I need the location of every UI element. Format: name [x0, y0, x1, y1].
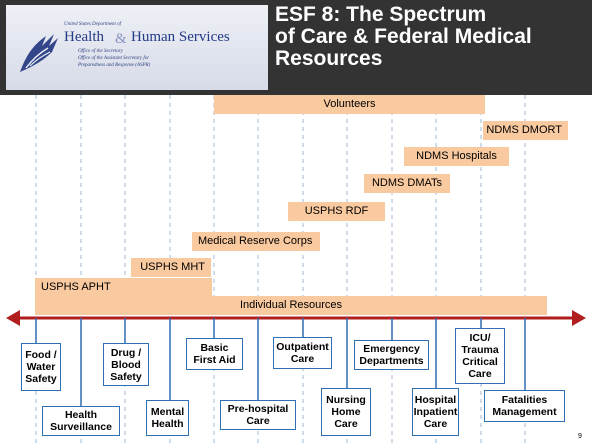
- resource-bar-individual-resources: Individual Resources: [35, 296, 547, 315]
- resource-bar-medical-reserve-corps: Medical Reserve Corps: [192, 232, 320, 251]
- logo-subline: Preparedness and Response (ASPR): [78, 63, 151, 68]
- spectrum-arrow-layer: [6, 310, 586, 406]
- slide-header: United States Department of Health & Hum…: [0, 0, 592, 95]
- slide-number: 9: [578, 433, 582, 440]
- category-icu-trauma-critical-care: ICU/ Trauma Critical Care: [455, 328, 505, 384]
- category-emergency-departments: Emergency Departments: [354, 340, 429, 370]
- resource-bar-ndms-dmats: NDMS DMATs: [364, 174, 450, 193]
- logo-ampersand: &: [115, 31, 127, 47]
- hhs-logo: United States Department of Health & Hum…: [6, 5, 268, 90]
- category-food-water-safety: Food / Water Safety: [21, 343, 61, 391]
- slide-title-line: Resources: [275, 47, 383, 70]
- eagle-logo-icon: [20, 34, 58, 72]
- category-pre-hospital-care: Pre-hospital Care: [220, 400, 296, 430]
- logo-health-text: Health: [64, 29, 104, 45]
- logo-subline: Office of the Assistant Secretary for: [78, 56, 150, 61]
- resource-bar-usphs-mht: USPHS MHT: [131, 258, 211, 277]
- logo-subline: Office of the Secretary: [78, 49, 123, 54]
- category-fatalities-management: Fatalities Management: [484, 390, 565, 422]
- slide-title-line: of Care & Federal Medical: [275, 25, 532, 48]
- category-outpatient-care: Outpatient Care: [273, 337, 332, 369]
- spectrum-area: Volunteers NDMS DMORT NDMS Hospitals NDM…: [0, 95, 592, 446]
- resource-bar-volunteers: Volunteers: [214, 95, 485, 114]
- resource-bar-usphs-rdf: USPHS RDF: [288, 202, 385, 221]
- category-hospital-inpatient-care: Hospital Inpatient Care: [412, 388, 459, 436]
- category-nursing-home-care: Nursing Home Care: [321, 388, 371, 436]
- resource-bar-ndms-hospitals: NDMS Hospitals: [404, 147, 509, 166]
- resource-bar-ndms-dmort: NDMS DMORT: [483, 121, 568, 140]
- category-mental-health: Mental Health: [146, 400, 189, 436]
- slide-title-line: ESF 8: The Spectrum: [275, 3, 487, 26]
- category-drug-blood-safety: Drug / Blood Safety: [103, 343, 149, 386]
- spectrum-arrow: [6, 310, 586, 326]
- category-health-surveillance: Health Surveillance: [42, 406, 120, 436]
- logo-human-services-text: Human Services: [131, 29, 230, 45]
- logo-department-text: United States Department of: [64, 22, 122, 27]
- connector-lines: [35, 318, 526, 406]
- resource-bar-usphs-apht: USPHS APHT: [35, 278, 212, 297]
- category-basic-first-aid: Basic First Aid: [186, 338, 243, 370]
